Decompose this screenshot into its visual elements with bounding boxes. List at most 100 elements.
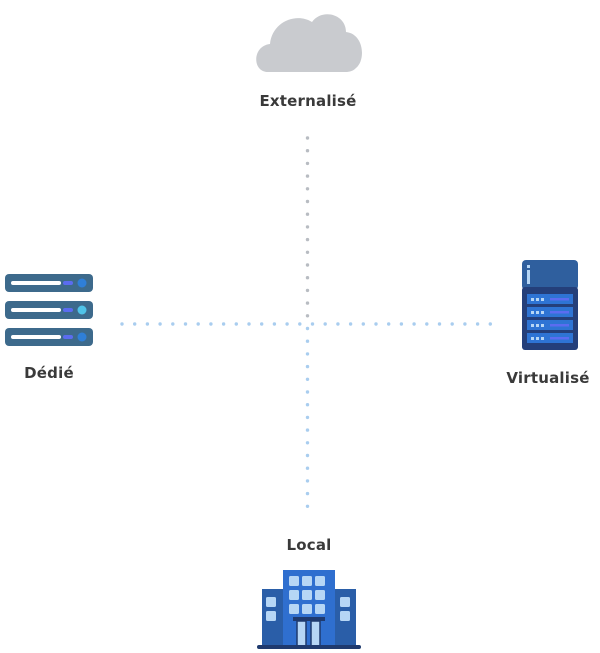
axis-dot [305, 466, 310, 470]
rack-slot-dot [541, 298, 544, 301]
server-bar-indicator [63, 281, 73, 285]
axis-dot [305, 288, 310, 293]
axis-dot [437, 322, 442, 326]
rack-slot-dot [536, 298, 539, 301]
label-dedie: Dédié [24, 364, 74, 382]
axis-dot [305, 149, 310, 153]
axis-dot [305, 174, 310, 178]
axis-dot [310, 322, 315, 326]
rack-slot-dot [531, 311, 534, 314]
axis-dot [145, 322, 150, 326]
axis-dot [120, 322, 124, 326]
server-bar-pill [11, 335, 61, 339]
axis-dot [305, 263, 310, 267]
rack-slot-dot [536, 324, 539, 327]
label-externalise: Externalisé [259, 92, 357, 110]
axis-dot [272, 322, 277, 326]
axis-dot [336, 322, 340, 326]
axis-dot [305, 479, 310, 483]
rack-slot-bar [550, 324, 569, 327]
axis-dot [305, 364, 310, 369]
cloud-icon [256, 14, 362, 72]
axis-dot [305, 187, 310, 191]
office-building-icon [257, 570, 361, 649]
rack-slot-dot [531, 337, 534, 340]
axis-dot [209, 322, 213, 326]
axis-dot [305, 352, 310, 356]
dedicated-server-icon [5, 274, 93, 346]
axis-dot [305, 403, 310, 407]
rack-slot-dot [531, 298, 534, 301]
axis-dot [221, 322, 226, 326]
building-window [302, 590, 312, 600]
server-bar-led [77, 305, 87, 315]
axis-dot [305, 491, 310, 496]
building-ground [257, 645, 361, 649]
axis-dot [305, 237, 310, 242]
axis-dot [247, 322, 251, 326]
axis-dot [305, 504, 310, 508]
server-bar-led [77, 278, 87, 288]
axis-dot [348, 322, 353, 326]
axis-dot [196, 322, 200, 326]
server-bar-indicator [63, 335, 73, 339]
axis-dot [305, 453, 310, 458]
vertical-axis-dotted-line [305, 136, 310, 508]
axis-dot [305, 441, 310, 445]
rack-slot-dot [541, 337, 544, 340]
axis-dot [260, 322, 264, 326]
axis-dot [387, 322, 391, 326]
axis-dot [450, 322, 454, 326]
axis-dot [305, 390, 310, 394]
axis-dot [305, 212, 310, 216]
virtual-server-icon [522, 260, 578, 350]
server-bar-led [77, 332, 87, 342]
building-door-frame [293, 617, 325, 621]
building-window [340, 597, 350, 607]
axis-dot [488, 322, 492, 326]
rack-slot-bar [550, 298, 569, 301]
server-bar-pill [11, 281, 61, 285]
building-window [289, 590, 299, 600]
axis-dot [305, 339, 310, 343]
rack-slot-dot [541, 324, 544, 327]
rack-slot-dot [531, 324, 534, 327]
axis-dot [361, 322, 365, 326]
axis-dot [234, 322, 238, 326]
rack-slot-bar [550, 311, 569, 314]
building-window [289, 604, 299, 614]
axis-dot [323, 322, 327, 326]
label-virtualise: Virtualisé [506, 369, 590, 387]
axis-dot [305, 161, 310, 166]
axis-dot [158, 322, 162, 326]
axis-dot [305, 301, 310, 305]
building-window [340, 611, 350, 621]
axis-dot [305, 276, 310, 280]
axis-dot [374, 322, 378, 326]
axis-dot [305, 136, 310, 140]
rack-top-mark-line [527, 270, 530, 284]
server-bar-indicator [63, 308, 73, 312]
axis-dot [475, 322, 480, 326]
axis-dot [133, 322, 137, 326]
axis-dot [285, 322, 289, 326]
rack-top [522, 260, 578, 290]
axis-dot [412, 322, 416, 326]
server-bar-pill [11, 308, 61, 312]
building-window [315, 576, 325, 586]
axis-dot [305, 199, 310, 204]
axis-dot [463, 322, 467, 326]
building-window [315, 604, 325, 614]
rack-slot-dot [536, 337, 539, 340]
axis-dot [183, 322, 188, 326]
rack-slot-dot [541, 311, 544, 314]
axis-dot [425, 322, 429, 326]
axis-dot [305, 314, 310, 318]
building-door-left [296, 620, 307, 648]
rack-slot-dot [536, 311, 539, 314]
building-door-right [310, 620, 321, 648]
axis-dot [171, 322, 175, 326]
axis-dot [399, 322, 404, 326]
rack-slot-bar [550, 337, 569, 340]
